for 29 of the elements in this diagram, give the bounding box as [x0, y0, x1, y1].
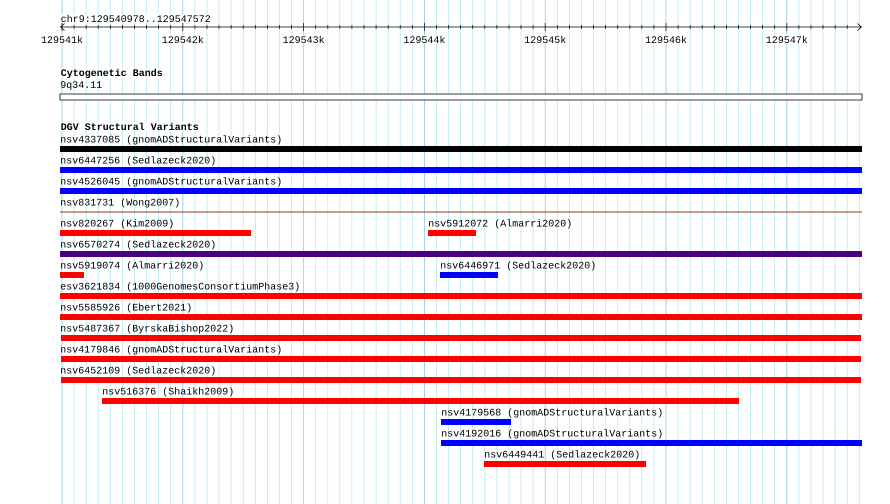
- variant-label: nsv6570274 (Sedlazeck2020): [61, 240, 215, 250]
- locus-label: chr9:129540978..129547572: [60, 14, 212, 23]
- variant-label: esv3621834 (1000GenomesConsortiumPhase3): [60, 282, 299, 292]
- variant-label: nsv4179568 (gnomADStructuralVariants): [442, 408, 662, 418]
- variant-label: nsv4526045 (gnomADStructuralVariants): [61, 177, 281, 187]
- variant-label: nsv6452109 (Sedlazeck2020): [61, 366, 215, 376]
- variant-label: nsv820267 (Kim2009): [61, 219, 173, 229]
- band-label: 9q34.11: [60, 81, 102, 90]
- variant-label: nsv6447256 (Sedlazeck2020): [61, 156, 215, 166]
- variant-label: nsv4192016 (gnomADStructuralVariants): [442, 429, 662, 439]
- tick-label: 129544k: [402, 35, 446, 44]
- variant-label: nsv831731 (Wong2007): [61, 198, 179, 208]
- tick-label: 129542k: [161, 35, 204, 44]
- tick-label: 129545k: [524, 35, 567, 44]
- tick-label: 129547k: [765, 35, 808, 44]
- variant-label: nsv4337085 (gnomADStructuralVariants): [61, 135, 281, 145]
- variant-label: nsv5487367 (ByrskaBishop2022): [61, 324, 233, 334]
- variant-label: nsv6449441 (Sedlazeck2020): [485, 450, 639, 460]
- track-title: DGV Structural Variants: [60, 122, 200, 131]
- variant-label: nsv5585926 (Ebert2021): [61, 303, 191, 313]
- variant-label: nsv516376 (Shaikh2009): [103, 387, 233, 397]
- variant-label: nsv4179846 (gnomADStructuralVariants): [61, 345, 281, 355]
- tick-label: 129546k: [644, 35, 688, 44]
- variant-label: nsv6446971 (Sedlazeck2020): [441, 261, 595, 271]
- tick-label: 129541k: [40, 35, 84, 44]
- variant-label: nsv5919074 (Almarri2020): [61, 261, 203, 271]
- variant-label: nsv5912072 (Almarri2020): [429, 219, 571, 229]
- tick-label: 129543k: [282, 35, 326, 44]
- track-title: Cytogenetic Bands: [60, 68, 164, 79]
